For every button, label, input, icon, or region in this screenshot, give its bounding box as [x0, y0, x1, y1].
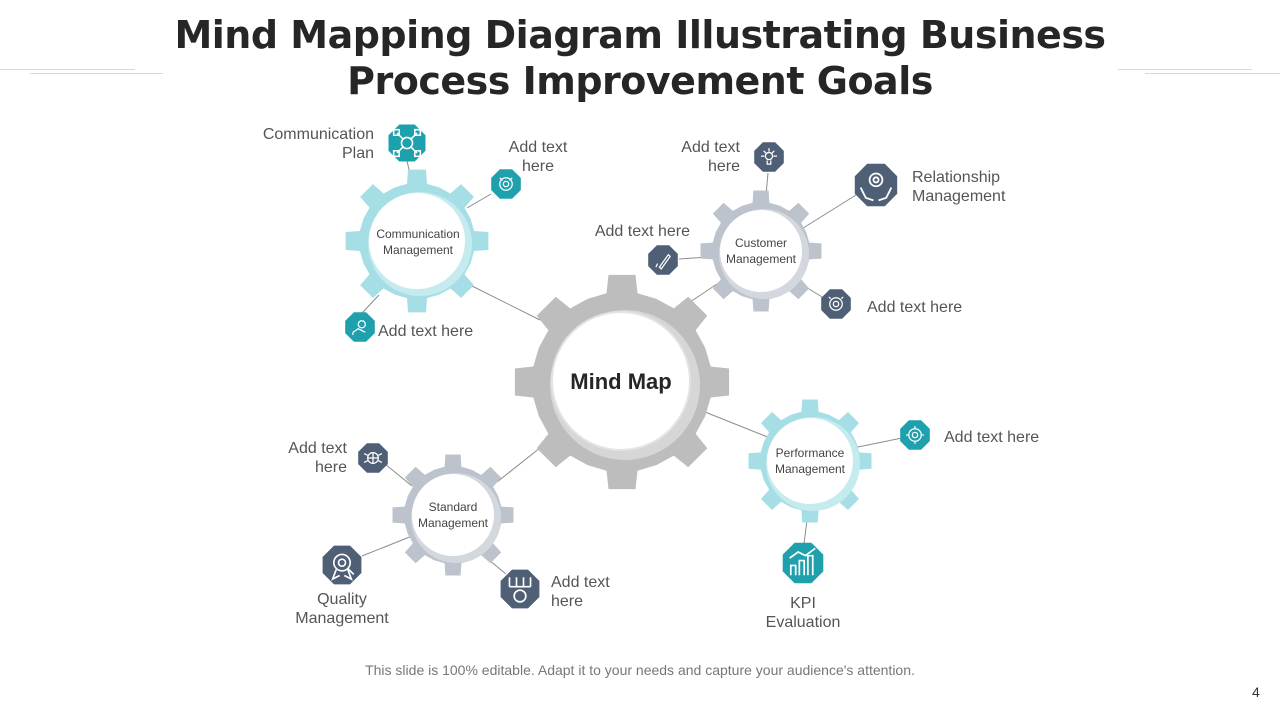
- label-quality-line1: Quality: [317, 591, 367, 608]
- label-comm-add-top-line1: Add text: [508, 139, 568, 156]
- hands-gear-icon: [854, 163, 898, 207]
- brain-gear-icon: [491, 169, 521, 199]
- label-quality-management: Quality Management: [295, 590, 388, 628]
- footer-note: This slide is 100% editable. Adapt it to…: [365, 662, 915, 678]
- hub-customer-management: Customer Management: [700, 190, 822, 312]
- hub-communication-line2: Management: [383, 243, 454, 257]
- kpi-chart-icon: [782, 542, 824, 584]
- label-communication-plan: Communication Plan: [263, 125, 374, 163]
- label-std-add-bottom-line1: Add text: [551, 574, 610, 591]
- label-cust-add-bottom-text: Add text here: [867, 299, 963, 316]
- hub-customer-line1: Customer: [735, 236, 787, 250]
- hub-communication-management: Communication Management: [345, 169, 489, 313]
- gear-cycle-icon: [900, 420, 930, 450]
- label-communication-plan-line2: Plan: [341, 145, 374, 162]
- label-cust-add-bottom: Add text here: [867, 298, 962, 317]
- hub-standard-line1: Standard: [429, 500, 478, 514]
- label-cust-add-top: Add text here: [681, 138, 740, 176]
- label-cust-add-top-line1: Add text: [681, 139, 740, 156]
- center-label: Mind Map: [570, 369, 671, 394]
- hub-performance-management: Performance Management: [748, 399, 872, 523]
- label-kpi-line1: KPI: [790, 595, 816, 612]
- label-std-add-top: Add text here: [288, 439, 347, 477]
- label-relationship-line2: Management: [912, 188, 1006, 205]
- label-perf-add-right: Add text here: [944, 428, 1039, 447]
- label-cust-add-top-line2: here: [707, 158, 740, 175]
- page-number: 4: [1252, 684, 1260, 700]
- label-comm-add-top: Add text here: [509, 138, 568, 176]
- label-comm-add-bottom-text: Add text here: [378, 323, 474, 340]
- idea-network-icon: [754, 142, 784, 172]
- pen-hand-icon: [648, 245, 678, 275]
- label-std-add-top-line2: here: [314, 459, 347, 476]
- slide-title: Mind Mapping Diagram Illustrating Busine…: [140, 12, 1140, 104]
- hub-communication-line1: Communication: [376, 227, 459, 241]
- title-line-2: Process Improvement Goals: [347, 59, 933, 103]
- header-rule-right-2: [1145, 73, 1280, 74]
- label-quality-line2: Management: [295, 610, 389, 627]
- process-flow-icon: [500, 569, 540, 609]
- label-communication-plan-line1: Communication: [262, 126, 374, 143]
- target-person-icon: [821, 289, 851, 319]
- title-line-1: Mind Mapping Diagram Illustrating Busine…: [174, 13, 1106, 57]
- header-rule-left: [0, 69, 135, 70]
- network-dollar-icon: [388, 124, 426, 162]
- hand-gear-icon: [345, 312, 375, 342]
- label-cust-add-left-text: Add text here: [594, 223, 690, 240]
- quality-badge-icon: [322, 545, 362, 585]
- connector-lines: [361, 160, 903, 575]
- leaf-icons: [322, 124, 930, 609]
- center-gear: Mind Map: [514, 274, 730, 490]
- hub-performance-line2: Management: [775, 462, 846, 476]
- hub-standard-line2: Management: [418, 516, 489, 530]
- header-rule-right: [1118, 69, 1252, 70]
- label-cust-add-left: Add text here: [595, 222, 690, 241]
- label-relationship-line1: Relationship: [912, 169, 1001, 186]
- label-kpi-evaluation: KPI Evaluation: [766, 594, 841, 632]
- hub-standard-management: Standard Management: [392, 454, 514, 576]
- label-std-add-bottom: Add text here: [551, 573, 610, 611]
- label-kpi-line2: Evaluation: [765, 614, 841, 631]
- label-relationship-management: Relationship Management: [912, 168, 1005, 206]
- header-rule-left-2: [30, 73, 163, 74]
- label-comm-add-top-line2: here: [521, 158, 555, 175]
- globe-network-icon: [358, 443, 388, 473]
- hub-performance-line1: Performance: [776, 446, 845, 460]
- label-std-add-top-line1: Add text: [288, 440, 347, 457]
- label-comm-add-bottom: Add text here: [378, 322, 473, 341]
- label-std-add-bottom-line2: here: [551, 593, 584, 610]
- label-perf-add-right-text: Add text here: [944, 429, 1040, 446]
- hub-customer-line2: Management: [726, 252, 797, 266]
